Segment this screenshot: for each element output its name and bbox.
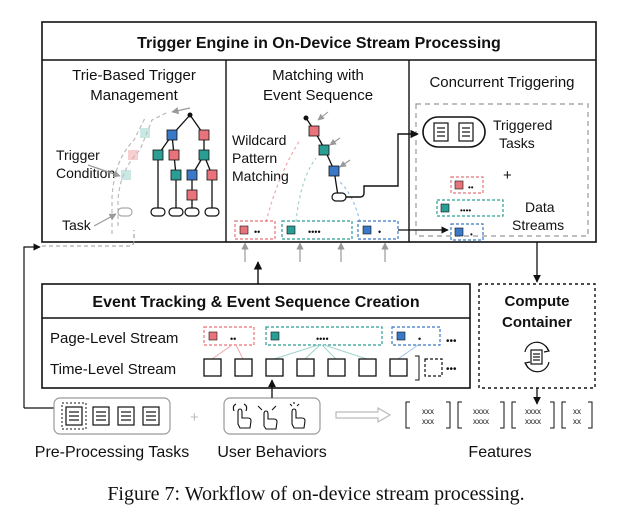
- plus-sign: +: [503, 167, 512, 184]
- triggered-2: Tasks: [499, 135, 535, 151]
- wildcard-3: Matching: [232, 168, 289, 184]
- feature-value: xx: [573, 407, 581, 416]
- seq-box-teal: [281, 220, 353, 240]
- stream-dots: •: [470, 230, 473, 239]
- page-stream-red: [203, 326, 255, 346]
- feature-value: xxxx: [473, 407, 489, 416]
- bottom-plus: +: [190, 409, 199, 426]
- trie-node: [170, 169, 182, 181]
- matched-node-teal: [318, 144, 330, 156]
- feature-value: xxx: [422, 417, 434, 426]
- seq-dots: •: [378, 227, 381, 237]
- stream-mapping-lines: [211, 344, 419, 360]
- features-group: xxx xxx xxxx xxxx xxxx xxxx xx xx: [405, 401, 593, 429]
- event-tracking-box: [41, 283, 471, 389]
- preprocessing-doc-icons: [65, 406, 160, 426]
- preprocessing-box: [53, 397, 171, 435]
- upward-grey-arrows: [241, 242, 389, 262]
- data-streams-2: Streams: [512, 217, 564, 233]
- wildcard-1: Wildcard: [232, 132, 286, 148]
- seq-box-blue: [357, 220, 399, 240]
- wildcard-2: Pattern: [232, 150, 277, 166]
- task-label: Task: [62, 217, 92, 233]
- compute-title-2: Container: [502, 314, 572, 331]
- data-streams-1: Data: [525, 199, 555, 215]
- trie-tree: [157, 114, 213, 210]
- seq-dots: ••: [254, 227, 260, 237]
- page-stream-blue: [391, 326, 441, 346]
- triggered-1: Triggered: [493, 117, 552, 133]
- page-dots: ••: [230, 334, 236, 344]
- trie-node: [198, 129, 210, 141]
- feature-value: xxx: [422, 407, 434, 416]
- matched-task: [331, 192, 347, 202]
- compute-title-1: Compute: [505, 293, 570, 310]
- match-title-1: Matching with: [272, 67, 364, 84]
- trigger-arrow: [346, 129, 419, 198]
- trigger-label-1: Trigger: [56, 147, 100, 163]
- match-title-2: Event Sequence: [263, 87, 373, 104]
- task-doc-icon: [433, 122, 474, 142]
- trie-title-1: Trie-Based Trigger: [72, 67, 196, 84]
- concurrent-title: Concurrent Triggering: [429, 74, 574, 91]
- task-leaves: [150, 207, 220, 217]
- page-ellipsis: •••: [446, 336, 457, 347]
- feature-value: xx: [573, 417, 581, 426]
- trie-title-2: Management: [90, 87, 178, 104]
- time-stream-boxes: [203, 358, 408, 377]
- stream-teal: [436, 199, 504, 217]
- stream-dots: ••••: [460, 206, 471, 215]
- trie-node: [186, 169, 198, 181]
- matched-node-blue: [328, 165, 340, 177]
- feature-value: xxxx: [525, 417, 541, 426]
- page-dots: ••••: [316, 334, 329, 344]
- gesture-icons: [232, 402, 306, 430]
- page-stream-label: Page-Level Stream: [50, 330, 178, 347]
- stream-blue: [450, 223, 484, 241]
- page-dots: •: [418, 334, 421, 344]
- feature-value: xxxx: [525, 407, 541, 416]
- features-label: Features: [468, 444, 531, 461]
- refresh-doc-icon: [524, 341, 550, 373]
- engine-title: Trigger Engine in On-Device Stream Proce…: [137, 35, 501, 52]
- triggered-tasks-capsule: [422, 116, 486, 148]
- stream-dots: ••: [468, 183, 474, 192]
- trie-node: [206, 169, 218, 181]
- figure-caption: Figure 7: Workflow of on-device stream p…: [107, 483, 524, 505]
- stream-red: [450, 176, 484, 194]
- tracking-title: Event Tracking & Event Sequence Creation: [92, 294, 419, 311]
- concurrent-region: [415, 103, 589, 237]
- seq-dots: ••••: [308, 227, 321, 237]
- trigger-label-2: Condition: [56, 165, 115, 181]
- time-stream-label: Time-Level Stream: [50, 361, 176, 378]
- time-stream-pending: [424, 358, 443, 377]
- faded-trie-region: [117, 111, 169, 226]
- trie-node: [152, 149, 164, 161]
- trie-node: [198, 149, 210, 161]
- feedback-arrow: [23, 243, 41, 408]
- matched-node-red: [308, 125, 320, 137]
- time-ellipsis: •••: [446, 364, 457, 375]
- trigger-engine-box: [41, 21, 597, 243]
- seq-box-red: [234, 220, 276, 240]
- behaviors-label: User Behaviors: [217, 444, 326, 461]
- feature-value: xxxx: [473, 417, 489, 426]
- hollow-right-arrow: [335, 406, 392, 424]
- trie-node: [168, 149, 180, 161]
- trie-node: [166, 129, 178, 141]
- preprocessing-label: Pre-Processing Tasks: [35, 444, 189, 461]
- trie-node: [186, 189, 198, 201]
